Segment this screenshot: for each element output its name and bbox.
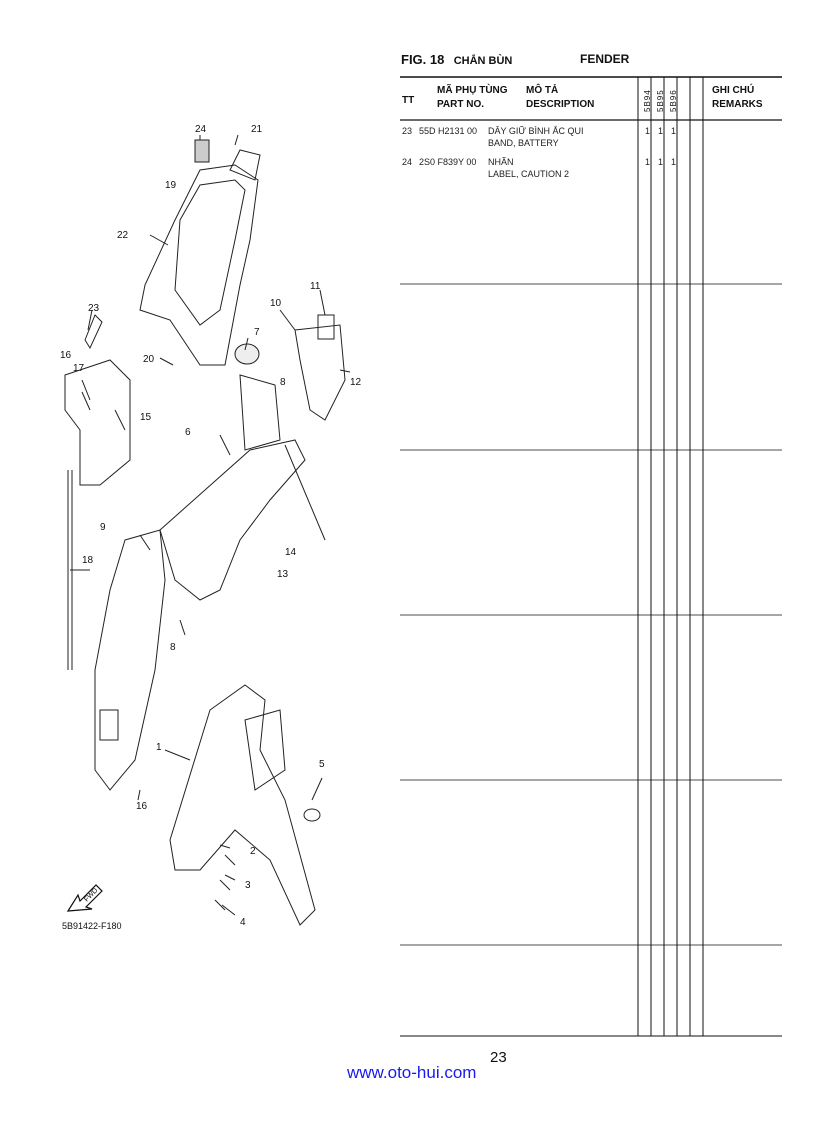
row-24-desc-vn: NHÃN [488,157,514,167]
row-23-part-no: 55D H2131 00 [419,126,478,136]
callout-6: 6 [185,427,191,438]
callout-16a: 16 [60,350,72,361]
fig-label: FIG. 18 [401,52,445,67]
col-header-remarks-vn: GHI CHÚ [712,85,755,96]
callout-23: 23 [88,303,100,314]
row-23-qty-5b95: 1 [658,126,664,136]
callout-10: 10 [270,298,282,309]
callout-8b: 8 [170,642,176,653]
row-23-qty-5b96: 1 [671,126,677,136]
battery-box-part [139,164,259,366]
col-header-desc-vn: MÔ TẢ [526,85,559,96]
parts-table-grid [400,76,782,1037]
col-header-part-no-en: PART NO. [437,99,485,110]
caution-label-part [194,139,210,163]
bracket-part [294,324,346,421]
row-24-desc-en: LABEL, CAUTION 2 [488,169,570,179]
col-header-tt: TT [402,95,415,106]
figure-title: FIG. 18 CHẮN BÙN [401,52,512,67]
callout-22: 22 [117,230,129,241]
title-en: FENDER [580,52,630,66]
callout-8a: 8 [280,377,286,388]
callout-1: 1 [156,742,162,753]
col-header-desc-en: DESCRIPTION [526,99,595,110]
row-23-tt: 23 [402,126,413,136]
row-24-tt: 24 [402,157,413,167]
row-23-qty-5b94: 1 [645,126,651,136]
callout-9: 9 [100,522,106,533]
callout-15: 15 [140,412,152,423]
model-col-5b95: 5B95 [656,89,665,112]
diagram-code: 5B91422-F180 [62,921,122,931]
callout-20: 20 [143,354,155,365]
rear-fender-inner-part [159,439,306,601]
page-number: 23 [490,1049,507,1066]
callout-19: 19 [165,180,177,191]
callout-21: 21 [251,124,263,135]
callout-11: 11 [310,281,321,292]
row-23-desc-vn: DÂY GIỮ BÌNH ẮC QUI [488,126,584,136]
row-24-qty-5b94: 1 [645,157,651,167]
row-24-qty-5b95: 1 [658,157,664,167]
side-cover-part [64,359,131,486]
callout-4: 4 [240,917,246,928]
callout-13: 13 [277,569,289,580]
model-col-5b96: 5B96 [669,89,678,112]
title-vn: CHẮN BÙN [453,55,513,67]
callout-17: 17 [73,363,85,374]
callout-5: 5 [319,759,325,770]
col-header-remarks-en: REMARKS [712,99,763,110]
exploded-parts-diagram: 24 21 19 22 23 16 17 20 7 10 11 12 8 15 … [60,124,362,928]
callout-12: 12 [350,377,362,388]
col-header-part-no-vn: MÃ PHỤ TÙNG [437,85,508,96]
front-fender-part [169,684,316,926]
callout-16b: 16 [136,801,148,812]
callout-14: 14 [285,547,297,558]
callout-24: 24 [195,124,207,135]
rear-fender-part [94,529,166,791]
website-link[interactable]: www.oto-hui.com [347,1063,477,1082]
callout-7: 7 [254,327,260,338]
callout-2: 2 [250,846,256,857]
callout-3: 3 [245,880,251,891]
callout-18: 18 [82,555,94,566]
row-24-part-no: 2S0 F839Y 00 [419,157,477,167]
row-24-qty-5b96: 1 [671,157,677,167]
fwd-arrow-icon: FWD [66,884,103,912]
model-col-5b94: 5B94 [643,89,652,112]
row-23-desc-en: BAND, BATTERY [488,138,559,148]
